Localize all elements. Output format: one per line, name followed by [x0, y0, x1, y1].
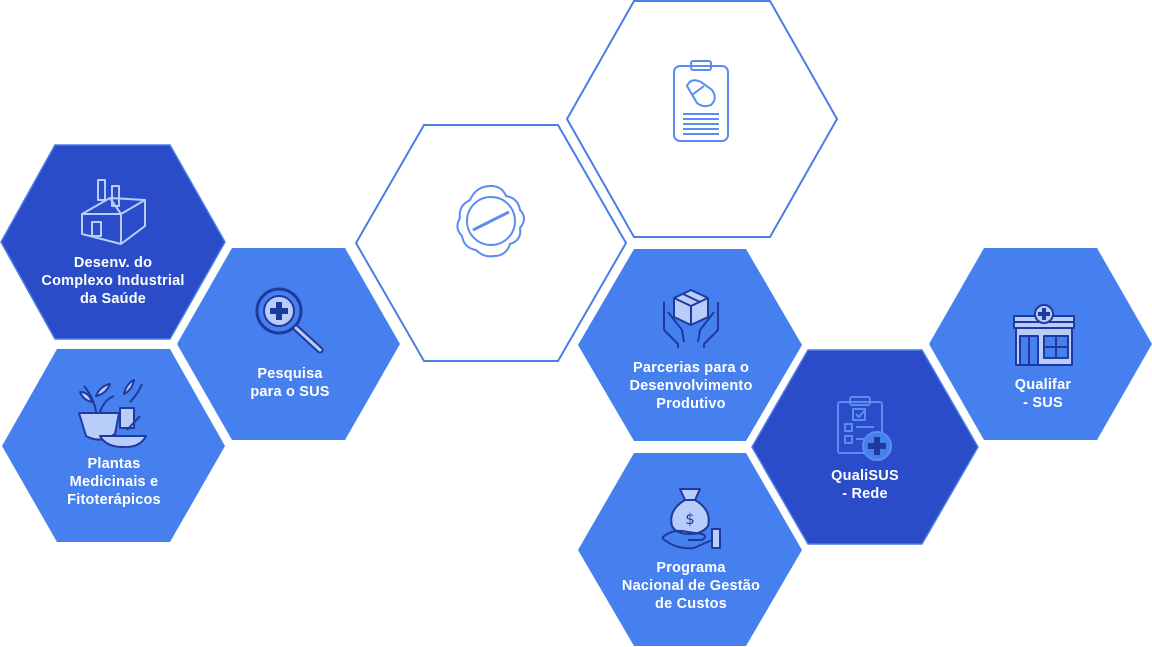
- pill-tablet-icon: [456, 184, 525, 258]
- factory-icon: [81, 179, 146, 245]
- hands-box-icon: [663, 289, 719, 348]
- hex-pesquisa-sus: [177, 248, 400, 440]
- label-complexo-industrial: Desenv. do Complexo Industrial da Saúde: [41, 255, 185, 307]
- clipboard-capsule-icon: [673, 60, 729, 142]
- label-qualisus: QualiSUS - Rede: [831, 468, 899, 502]
- money-bag-hand-icon: $: [661, 488, 721, 550]
- label-plantas-medicinais: Plantas Medicinais e Fitoterápicos: [67, 456, 161, 508]
- svg-text:$: $: [685, 510, 695, 528]
- hex-programa-custos: [578, 453, 802, 646]
- label-programa-custos: Programa Nacional de Gestão de Custos: [621, 560, 761, 612]
- herbal-plants-icon: [78, 379, 147, 449]
- label-pesquisa-sus: Pesquisa para o SUS: [250, 366, 330, 400]
- label-qualifar: Qualifar - SUS: [1014, 377, 1072, 411]
- pharmacy-store-icon: [1013, 304, 1075, 366]
- checklist-cross-icon: [837, 396, 892, 461]
- label-parcerias: Parcerias para o Desenvolvimento Produti…: [629, 360, 753, 412]
- hex-parcerias: [578, 249, 802, 441]
- hex-medicamento: [354, 124, 628, 362]
- magnifier-plus-icon: [255, 287, 324, 354]
